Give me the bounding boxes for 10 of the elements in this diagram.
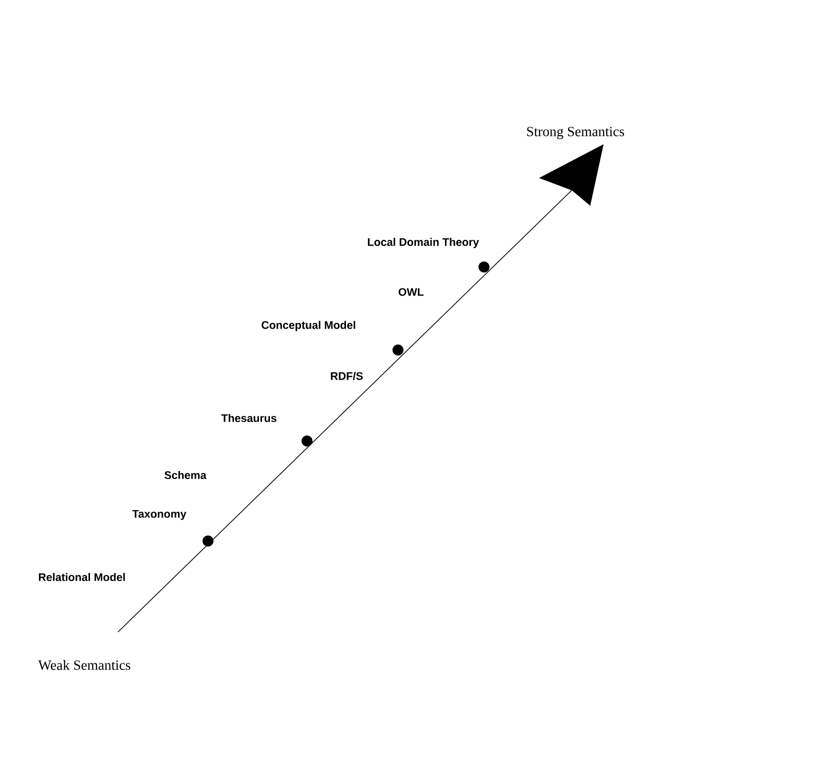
- scale-label: Taxonomy: [132, 510, 186, 520]
- scale-label: Relational Model: [38, 572, 125, 582]
- scale-label: Conceptual Model: [262, 320, 356, 332]
- scale-label: RDF/S: [330, 372, 363, 380]
- scale-label: OWL: [398, 288, 424, 296]
- scale-label: Local Domain Theory: [368, 238, 479, 248]
- scale-label: Schema: [164, 470, 206, 480]
- axis-end-label: Weak Semantics: [38, 660, 130, 670]
- axis-end-label: Strong Semantics: [527, 126, 624, 140]
- scale-label: Thesaurus: [221, 414, 276, 422]
